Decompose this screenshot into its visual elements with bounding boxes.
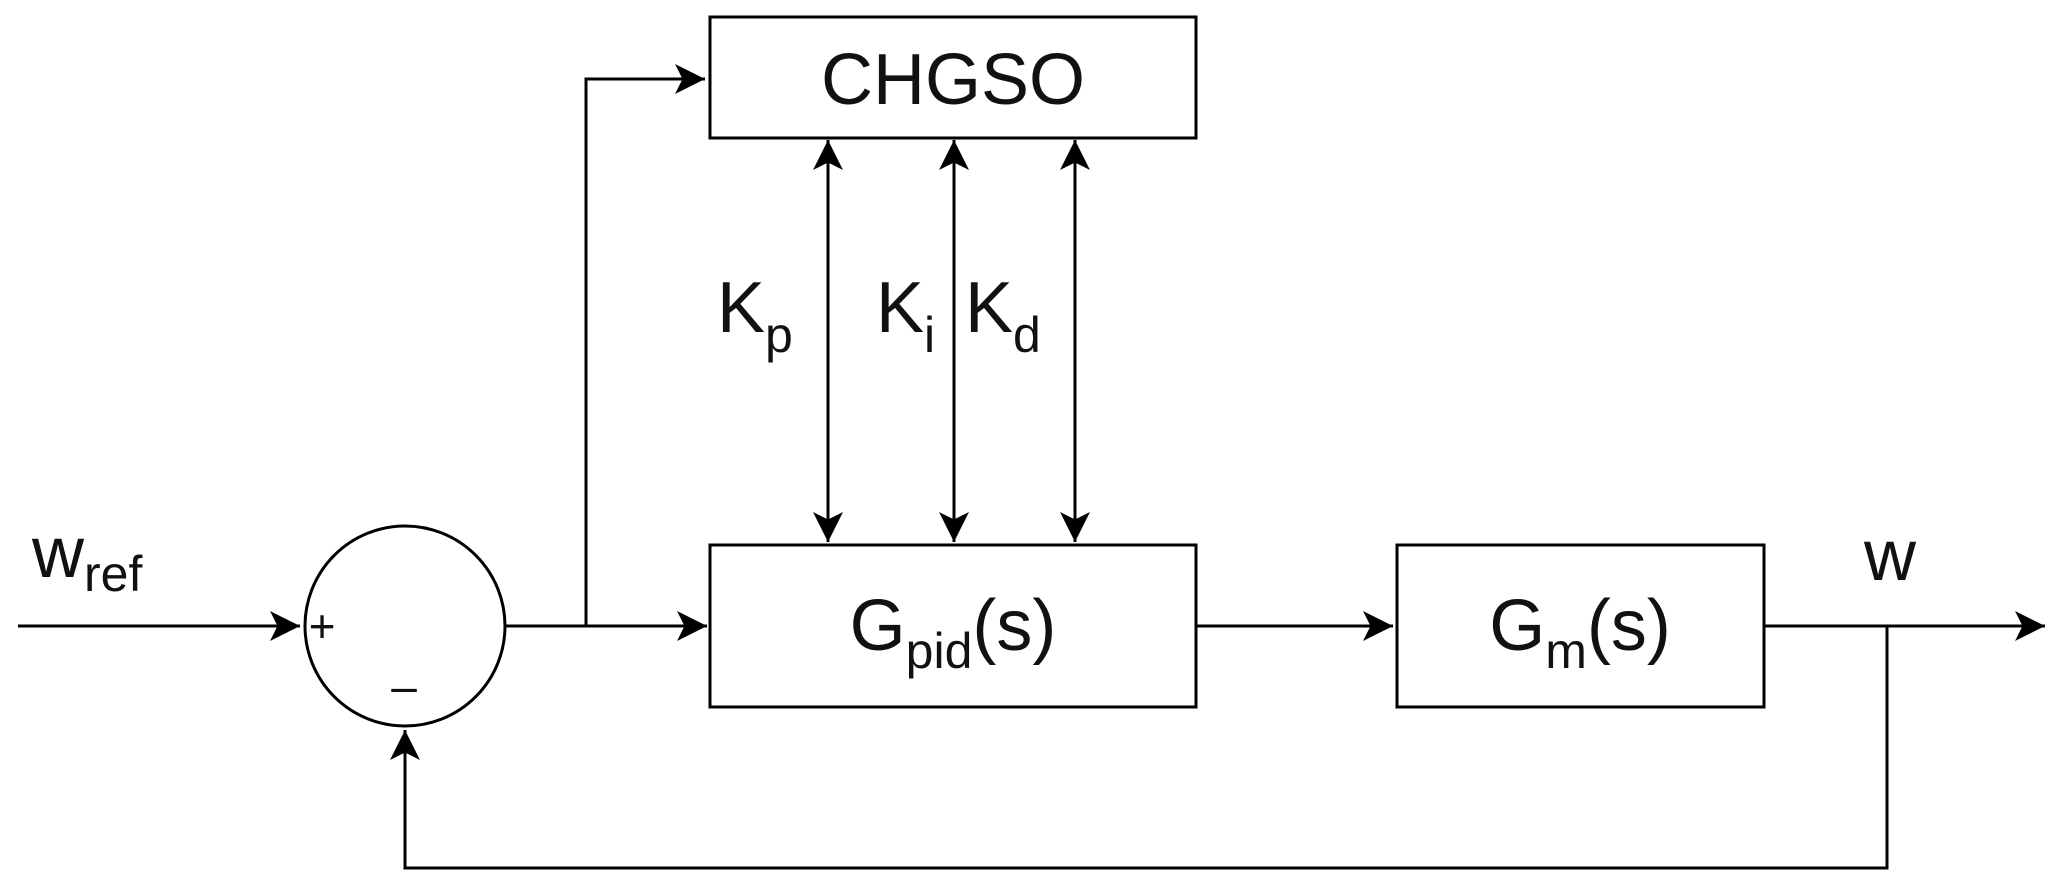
chgso-block <box>708 15 1198 140</box>
reference-label: wref <box>31 513 142 602</box>
plus-sign: + <box>309 600 336 652</box>
output-label: w <box>1863 516 1917 596</box>
controller-label: Gpid(s) <box>850 586 1057 679</box>
minus-sign: – <box>391 660 417 712</box>
motor-label: Gm(s) <box>1489 586 1671 679</box>
error-to-optimizer-line <box>584 64 705 626</box>
controller-block <box>708 543 1198 709</box>
feedback-line <box>390 626 1889 870</box>
chgso-label: CHGSO <box>821 40 1085 120</box>
ki-label: Ki <box>876 268 935 363</box>
motor-block <box>1395 543 1766 709</box>
kp-label: Kp <box>717 268 793 363</box>
kd-label: Kd <box>965 268 1041 363</box>
